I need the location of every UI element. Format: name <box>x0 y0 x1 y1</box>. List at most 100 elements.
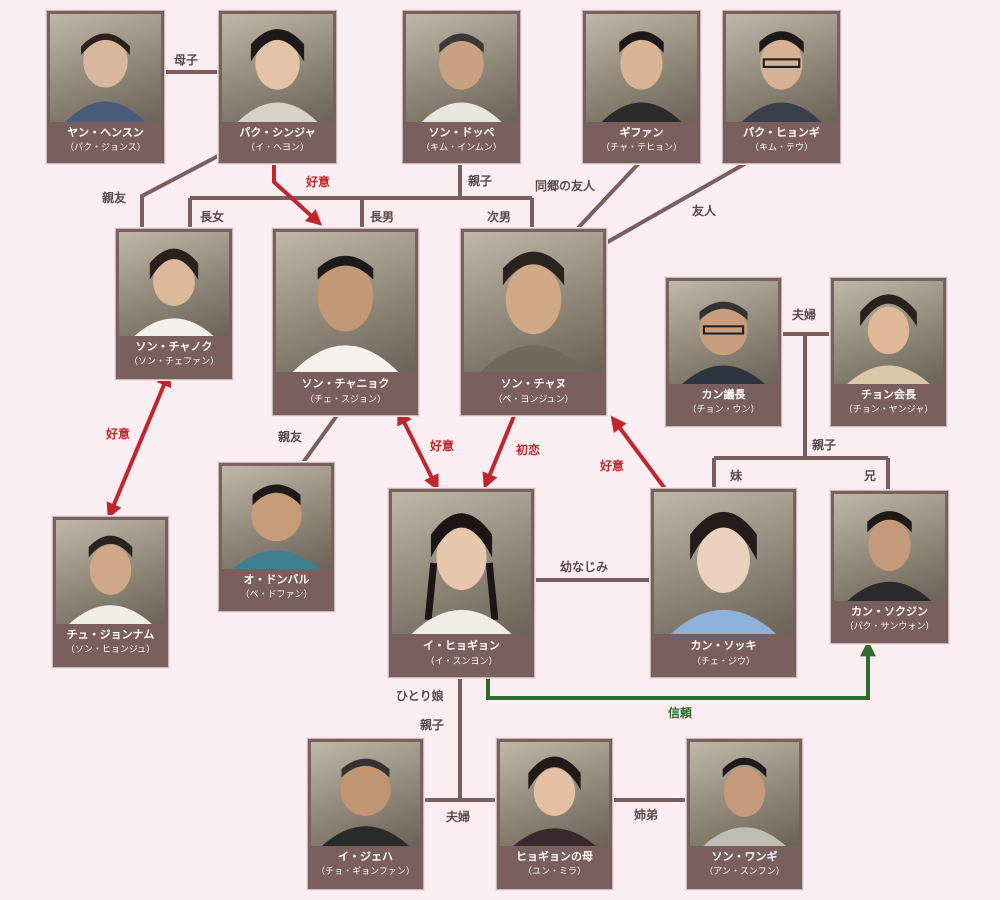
line-yujin <box>603 160 749 246</box>
card-yang: ヤン・ヘンスン （パク・ジョンス） <box>46 10 165 164</box>
name-son-doppe: ソン・ドッペ <box>428 126 495 139</box>
actor-park-sinja: （イ・ヘヨン） <box>245 143 309 153</box>
name-lee-jeha: イ・ジェハ <box>338 850 393 863</box>
card-son-chanu: ソン・チャヌ （ペ・ヨンジュン） <box>460 228 607 416</box>
portrait-icon <box>411 513 512 634</box>
name-park-sinja: パク・シンジャ <box>239 126 316 139</box>
portrait-icon <box>847 511 932 601</box>
photo-park-sinja <box>222 14 333 122</box>
photo-son-chanyok <box>276 232 415 372</box>
arrow-shinrai <box>486 640 876 700</box>
line-dokyo-yujin <box>576 160 642 230</box>
card-son-doppe: ソン・ドッペ （キム・インムン） <box>402 10 521 164</box>
actor-chu-jonnam: （ソン・ヒョンジュ） <box>65 645 156 655</box>
label-shinyu-chanyok: 親友 <box>278 430 303 444</box>
arrow-koui-sokki-chanu <box>610 415 668 492</box>
actor-kang-sokjin: （パク・サンウォン） <box>844 622 935 632</box>
arrow-koui-chanok-chu <box>106 370 172 520</box>
actor-kang-sokki: （チェ・ジウ） <box>691 657 755 667</box>
name-son-chanyok: ソン・チャニョク <box>301 377 390 390</box>
actor-lee-jeha: （チョ・ギョンファン） <box>316 867 415 877</box>
actor-kang-gicho: （チョン・ウン） <box>687 405 760 415</box>
line-shinyu-chanyok-donbal <box>300 412 340 466</box>
name-chon-kaicho: チョン会長 <box>861 388 916 401</box>
arrow-koui-sinja-chanyok <box>272 164 323 226</box>
label-dokyo-yujin: 同郷の友人 <box>535 179 596 193</box>
label-boshi: 母子 <box>174 53 199 67</box>
name-son-wongi: ソン・ワンギ <box>711 850 778 863</box>
portrait-icon <box>682 301 765 384</box>
card-kang-sokjin: カン・ソクジン （パク・サンウォン） <box>830 490 949 644</box>
card-kang-sokki: カン・ソッキ （チェ・ジウ） <box>650 488 797 678</box>
photo-gifan <box>586 14 697 122</box>
label-oyako-hyogyon: 親子 <box>420 718 445 732</box>
name-park-hyongi: パク・ヒョンギ <box>743 126 820 139</box>
portrait-icon <box>513 756 596 846</box>
portrait-icon <box>741 31 822 122</box>
card-oh-donbal: オ・ドンバル （ペ・ドファン） <box>218 462 335 612</box>
label-ani: 兄 <box>864 469 877 483</box>
portrait-icon <box>292 255 399 372</box>
photo-lee-jeha <box>311 742 420 846</box>
name-chu-jonnam: チュ・ジョンナム <box>66 628 155 641</box>
photo-kang-sokki <box>654 492 793 634</box>
label-koui-chanyok: 好意 <box>430 439 455 453</box>
actor-son-chanok: （ソン・チェファン） <box>128 357 219 367</box>
portrait-icon <box>670 511 777 634</box>
actor-son-chanyok: （チェ・スジョン） <box>304 395 386 405</box>
name-yang: ヤン・ヘンスン <box>67 126 144 139</box>
label-oyako-kang: 親子 <box>812 438 837 452</box>
card-chon-kaicho: チョン会長 （チョン・ヤンジャ） <box>830 277 947 427</box>
card-lee-jeha: イ・ジェハ （チョ・ギョンファン） <box>307 738 424 890</box>
name-son-chanok: ソン・チャノク <box>135 340 213 353</box>
photo-son-chanu <box>464 232 603 372</box>
actor-chon-kaicho: （チョン・ヤンジャ） <box>843 405 934 415</box>
portrait-icon <box>69 535 152 624</box>
label-fufu-kang: 夫婦 <box>792 308 817 322</box>
portrait-icon <box>232 484 321 569</box>
line-shinyu-chanok-sinja <box>140 153 221 228</box>
portrait-icon <box>480 251 587 372</box>
label-hitorimusume: ひとり娘 <box>396 689 444 703</box>
name-son-chanu: ソン・チャヌ <box>500 377 567 390</box>
portrait-icon <box>847 294 930 384</box>
portrait-icon <box>321 758 410 846</box>
portrait-icon <box>237 29 318 122</box>
photo-son-wongi <box>690 742 799 846</box>
portrait-icon <box>421 33 502 122</box>
card-park-sinja: パク・シンジャ （イ・ヘヨン） <box>218 10 337 164</box>
label-hatsukoi: 初恋 <box>516 443 541 457</box>
photo-lee-hyogyon <box>392 492 531 634</box>
arrow-koui-chanyok-hyogyon <box>397 408 439 492</box>
actor-oh-donbal: （ペ・ドファン） <box>240 590 313 600</box>
portrait-icon <box>134 248 214 336</box>
card-son-wongi: ソン・ワンギ （アン・スンフン） <box>686 738 803 890</box>
label-koui-sokki: 好意 <box>600 459 625 473</box>
card-chu-jonnam: チュ・ジョンナム （ソン・ヒョンジュ） <box>52 516 169 668</box>
actor-park-hyongi: （キム・テウ） <box>749 143 813 153</box>
card-lee-hyogyon: イ・ヒョギョン （イ・スンヨン） <box>388 488 535 678</box>
label-koui-sinja: 好意 <box>306 175 331 189</box>
photo-oh-donbal <box>222 466 331 569</box>
label-chojo: 長女 <box>200 210 225 224</box>
name-gifan: ギファン <box>619 126 664 139</box>
label-shinyu-chanok: 親友 <box>102 191 127 205</box>
label-imouto: 妹 <box>730 469 743 483</box>
actor-lee-hyogyon: （イ・スンヨン） <box>425 657 498 667</box>
photo-chu-jonnam <box>56 520 165 624</box>
label-koui-chanok: 好意 <box>106 427 131 441</box>
actor-son-wongi: （アン・スンフン） <box>704 867 785 877</box>
photo-son-doppe <box>406 14 517 122</box>
label-oyako-doppe: 親子 <box>468 174 493 188</box>
photo-chon-kaicho <box>834 281 943 384</box>
name-kang-sokki: カン・ソッキ <box>690 639 757 652</box>
portrait-icon <box>601 31 682 122</box>
name-oh-donbal: オ・ドンバル <box>243 573 310 586</box>
portrait-icon <box>65 33 146 122</box>
name-kang-gicho: カン議長 <box>701 388 746 401</box>
card-hyogyon-mother: ヒョギョンの母 （ユン・ミラ） <box>496 738 613 890</box>
card-son-chanyok: ソン・チャニョク （チェ・スジョン） <box>272 228 419 416</box>
portrait-icon <box>703 757 786 846</box>
actor-hyogyon-mother: （ユン・ミラ） <box>522 867 586 877</box>
